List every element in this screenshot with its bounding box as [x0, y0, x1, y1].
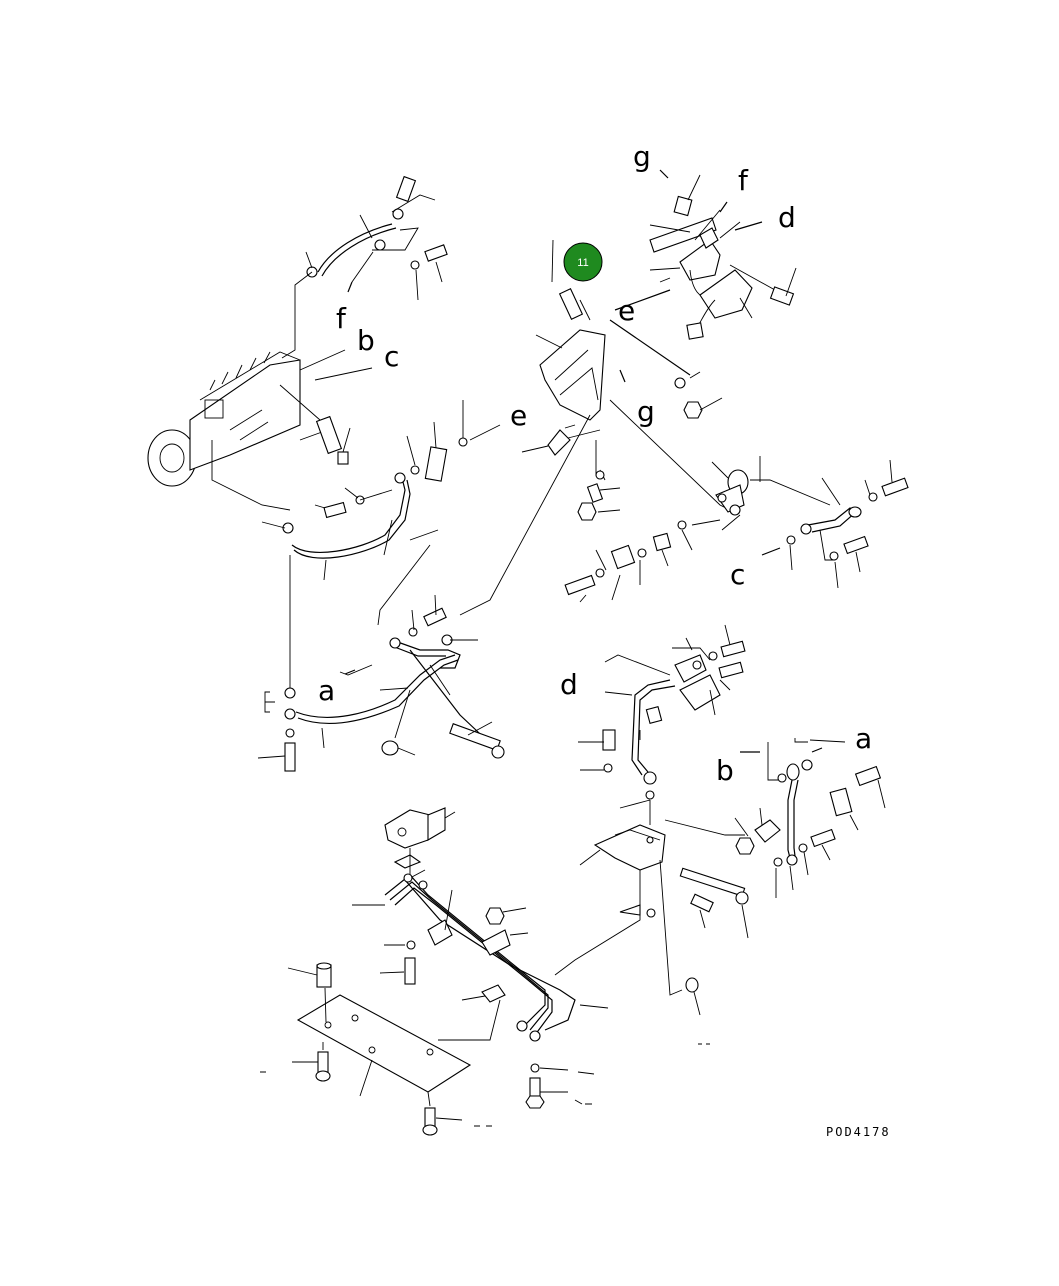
upper-left-pipe-group [281, 175, 448, 359]
ab-pipe-group [734, 738, 886, 898]
label-b-left: b [357, 324, 375, 357]
lower-left-bracket [352, 807, 609, 1042]
label-c-right: c [730, 558, 745, 591]
label-d-top: d [778, 201, 796, 234]
d-pipe-group [578, 624, 746, 785]
bracket-assembly [459, 239, 731, 616]
lower-right-bracket [554, 790, 749, 1016]
callout-number: 11 [577, 257, 588, 269]
label-a-left: a [318, 674, 335, 707]
label-g-top: g [633, 140, 651, 173]
label-e-top: e [618, 294, 635, 327]
label-a-right: a [855, 722, 872, 755]
callout-11[interactable]: 11 [563, 242, 603, 282]
part-code: POD4178 [826, 1125, 891, 1139]
label-c-left: c [384, 340, 399, 373]
label-b-right: b [716, 754, 734, 787]
injection-pump [147, 351, 301, 487]
label-e-mid: e [510, 399, 527, 432]
right-middle-group [564, 456, 909, 603]
base-plate [260, 962, 492, 1136]
e-fitting-group [406, 400, 501, 482]
valve-assembly [614, 169, 797, 340]
label-g-mid: g [637, 395, 655, 428]
label-f-top: f [738, 164, 749, 197]
label-f-left: f [336, 302, 347, 335]
label-d-mid: d [560, 668, 578, 701]
